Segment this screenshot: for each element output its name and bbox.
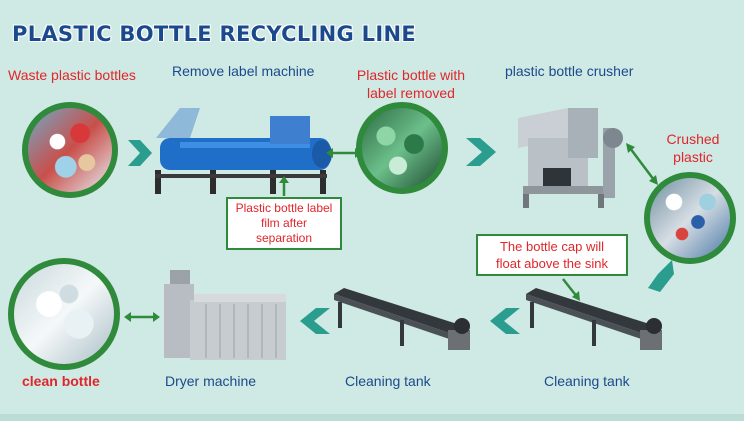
label-bottle-label-removed-line1: Plastic bottle with [356, 67, 466, 83]
note-bottle-cap: The bottle cap will float above the sink [476, 234, 628, 276]
remove-label-machine-image [150, 98, 350, 198]
connector-arrow-icon [326, 146, 362, 160]
arrow-left-icon [298, 306, 332, 336]
arrow-right-icon [464, 136, 498, 168]
label-bottle-label-removed-line2: label removed [367, 85, 455, 101]
label-cleaning-tank-right: Cleaning tank [544, 373, 630, 389]
note-bottle-cap-line2: float above the sink [495, 256, 609, 271]
arrow-right-icon [126, 138, 154, 168]
waste-bottles-image [22, 102, 118, 198]
label-waste-bottles: Waste plastic bottles [8, 67, 136, 83]
footer-strip [0, 414, 744, 421]
label-crushed-plastic: Crushed plastic [660, 130, 726, 166]
note-label-film: Plastic bottle label film after separati… [226, 197, 342, 250]
label-bottle-crusher: plastic bottle crusher [505, 63, 634, 79]
clean-bottle-image [8, 258, 120, 370]
arrow-left-icon [488, 306, 522, 336]
note-label-film-line1: Plastic bottle label [235, 201, 333, 215]
arrow-down-left-icon [646, 258, 676, 294]
connector-arrow-icon [624, 142, 660, 186]
bottle-crusher-image [508, 98, 638, 213]
label-dryer-machine: Dryer machine [165, 373, 257, 389]
cleaning-tank-middle-image [330, 282, 480, 362]
note-pointer-icon [560, 276, 582, 302]
cleaning-tank-right-image [522, 282, 672, 362]
connector-arrow-icon [124, 310, 160, 324]
note-bottle-cap-line1: The bottle cap will [499, 239, 605, 254]
crushed-plastic-image [644, 172, 736, 264]
label-crushed-plastic-line2: plastic [673, 149, 713, 165]
note-label-film-line2: film after separation [255, 216, 313, 245]
page-title: PLASTIC BOTTLE RECYCLING LINE [12, 22, 416, 46]
note-pointer-icon [278, 176, 290, 198]
label-cleaning-tank-middle: Cleaning tank [345, 373, 431, 389]
label-removed-bottles-image [356, 102, 448, 194]
label-remove-label-machine: Remove label machine [172, 63, 315, 79]
label-crushed-plastic-line1: Crushed [666, 131, 720, 147]
label-bottle-label-removed: Plastic bottle with label removed [352, 66, 470, 102]
dryer-machine-image [150, 264, 290, 364]
label-clean-bottle: clean bottle [22, 373, 100, 389]
